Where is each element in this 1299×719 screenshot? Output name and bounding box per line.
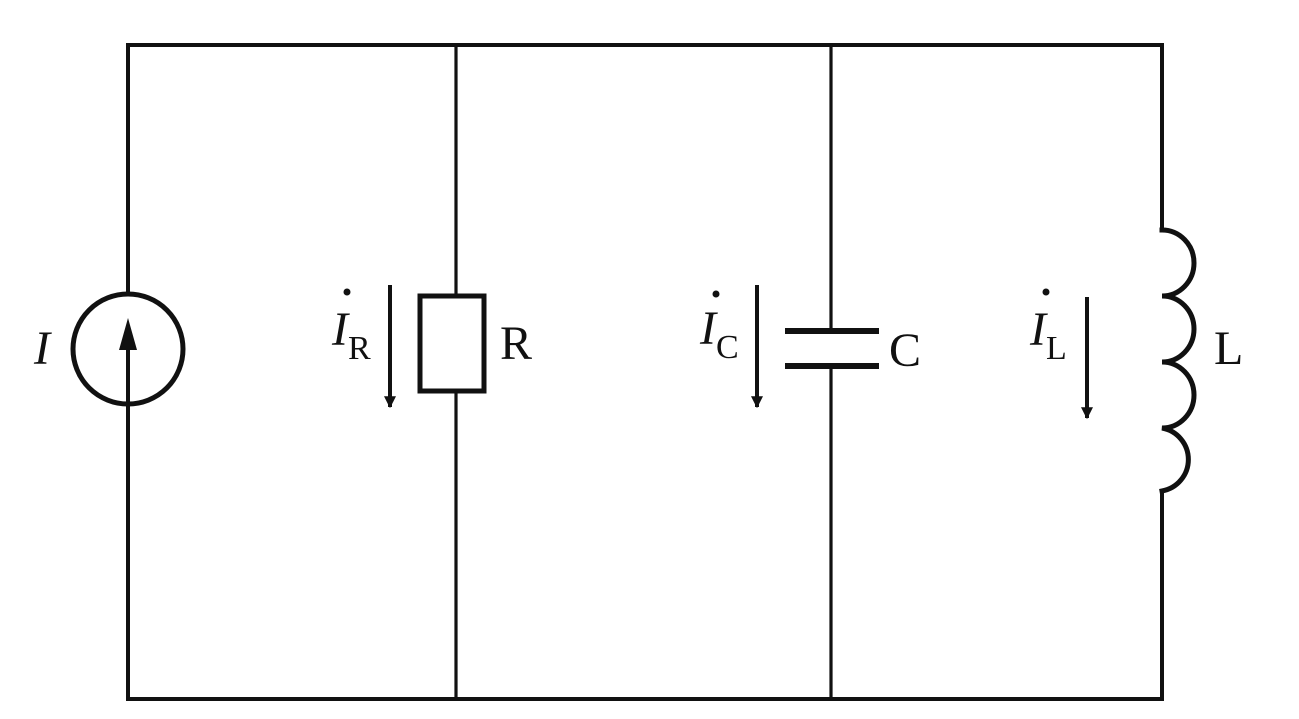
resistor-current-label: IR [331, 303, 371, 367]
resistor-symbol [417, 293, 487, 394]
current-source-arrow [119, 318, 137, 350]
inductor-current-subscript: L [1046, 330, 1067, 367]
inductor-current-dot [1042, 288, 1050, 296]
inductor-current-label: IL [1029, 303, 1067, 367]
source-label: I [33, 322, 52, 375]
resistor-label: R [500, 317, 532, 370]
resistor-current-dot [343, 288, 351, 296]
inductor-current-symbol: I [1029, 303, 1048, 356]
capacitor-current-dot [712, 290, 720, 298]
inductor-symbol [1159, 227, 1197, 494]
resistor-current-subscript: R [348, 330, 371, 367]
capacitor-current-symbol: I [699, 302, 718, 355]
inductor-label: L [1214, 322, 1243, 375]
capacitor-current-label: IC [699, 302, 739, 366]
resistor-current-symbol: I [331, 303, 350, 356]
capacitor-label: C [889, 324, 921, 377]
capacitor-current-subscript: C [716, 329, 739, 366]
